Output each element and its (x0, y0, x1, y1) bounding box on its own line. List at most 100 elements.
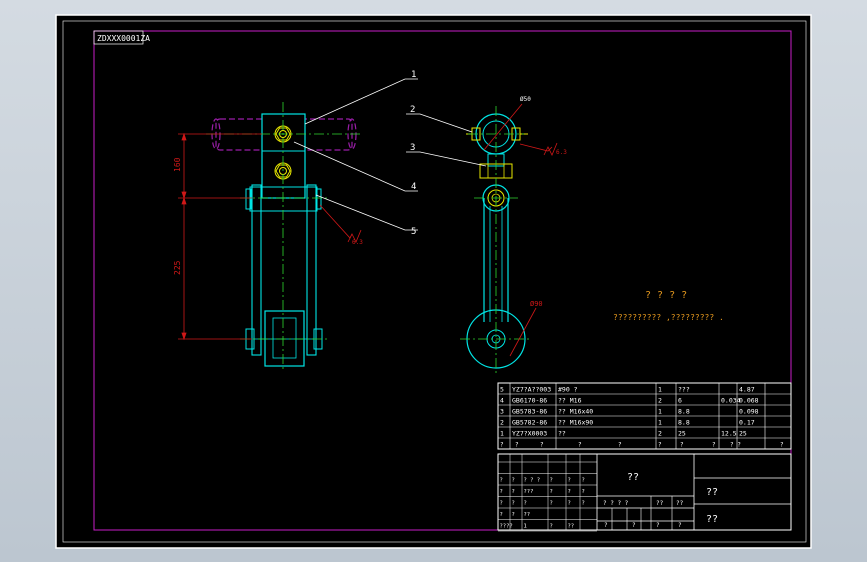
parts-cell-w2: 0.17 (739, 419, 755, 427)
revision-cell: ? (500, 501, 503, 507)
parts-cell-qty: 2 (658, 430, 662, 438)
parts-header-cell: ? ? (730, 442, 741, 449)
parts-cell-mat: 8.8 (678, 419, 690, 427)
link-bar-right (306, 184, 317, 356)
material-name: ?? (706, 487, 718, 498)
sheet-label-1: ? (604, 522, 608, 529)
callout-4: 4 (411, 182, 416, 192)
sheet-label-2: ? (632, 522, 636, 529)
side-leaders (406, 113, 487, 167)
parts-cell-code: GB5782-86 (512, 419, 547, 427)
revision-cell: ? (550, 489, 553, 495)
revision-cell: ? (500, 489, 503, 495)
roller-wheel (264, 310, 305, 367)
parts-header-cell: ? (712, 442, 716, 449)
parts-header-cell: ? (658, 442, 662, 449)
outer-border (62, 20, 807, 543)
parts-header-cell: ? (515, 442, 519, 449)
revision-cell: ? ? ? (524, 478, 541, 484)
revision-cell: ? (550, 524, 553, 530)
parts-cell-mat: 25 (678, 430, 686, 438)
side-arm (483, 198, 509, 322)
parts-cell-no: 3 (500, 408, 504, 416)
dimension-225: 225 (173, 260, 182, 275)
drawing-id-box (93, 30, 144, 45)
parts-cell-code: YZ7?X0003 (512, 430, 547, 438)
parts-cell-w2: 4.87 (739, 386, 755, 394)
revision-cell: ? (550, 478, 553, 484)
parts-cell-no: 1 (500, 430, 504, 438)
parts-header-cell: ? (618, 442, 622, 449)
parts-cell-code: GB6170-86 (512, 397, 547, 405)
diameter-50: Ø50 (520, 96, 531, 103)
dimension-160: 160 (173, 157, 182, 172)
parts-cell-w2: 0.068 (739, 397, 759, 405)
revision-cell: ?? (568, 524, 575, 530)
revision-cell: ? (512, 478, 515, 484)
parts-cell-code: GB5783-86 (512, 408, 547, 416)
parts-header-cell: ? (500, 442, 504, 449)
revision-cell: ???? (500, 524, 513, 530)
notes-title: ? ? ? ? (645, 290, 687, 301)
parts-cell-name: ?? M16x40 (558, 408, 593, 416)
parts-cell-name: ?? M16x90 (558, 419, 593, 427)
diameter-90: Ø90 (530, 300, 543, 308)
parts-cell-name: ?? M16 (558, 397, 582, 405)
parts-cell-w1: 0.034 (721, 397, 741, 405)
sheet-label-3: ? (656, 522, 660, 529)
title-block: ?? ?? ?? ? ? ? ? ?? ?? ? ? ? ? ??? ? ???… (497, 453, 792, 532)
revision-cell: ? (568, 489, 571, 495)
drawing-sheet (55, 14, 812, 549)
revision-cell: ? (500, 512, 503, 518)
part-name: ?? (627, 472, 639, 483)
roughness-front: 6.3 (352, 239, 363, 246)
callout-3: 3 (410, 143, 415, 153)
callout-2: 2 (410, 105, 415, 115)
revision-cell: ? (568, 478, 571, 484)
front-view: 160 225 6.3 (173, 102, 363, 372)
parts-cell-name: ?? (558, 430, 566, 438)
drawing-frame (93, 30, 792, 531)
sheet-label-4: ? (678, 522, 682, 529)
revision-cell: 1 (524, 524, 527, 530)
parts-cell-qty: 2 (658, 397, 662, 405)
link-bar-left (251, 184, 262, 356)
scale-label-2: ?? (656, 500, 664, 507)
parts-cell-qty: 1 (658, 386, 662, 394)
parts-cell-no: 5 (500, 386, 504, 394)
parts-header-cell: ? (780, 442, 784, 449)
parts-cell-no: 2 (500, 419, 504, 427)
parts-cell-mat: 6 (678, 397, 682, 405)
revision-cell: ??? (524, 489, 534, 495)
revision-cell: ? (582, 489, 585, 495)
notes-text: ?????????? ,????????? . (613, 313, 724, 322)
parts-cell-qty: 1 (658, 408, 662, 416)
parts-cell-w2: 25 (739, 430, 747, 438)
parts-header-cell: ? (540, 442, 544, 449)
clamp-block (261, 113, 306, 199)
parts-cell-mat: 8.8 (678, 408, 690, 416)
revision-block: ??? ? ??????????????????????????1??? (498, 454, 597, 532)
parts-header-cell: ? (680, 442, 684, 449)
scale-label-3: ?? (676, 500, 684, 507)
parts-cell-code: YZ7?A??003 (512, 386, 551, 394)
parts-cell-mat: ??? (678, 386, 690, 394)
revision-cell: ? (568, 501, 571, 507)
revision-cell: ?? (524, 512, 531, 518)
parts-header-cell: ? (578, 442, 582, 449)
revision-cell: ? (550, 501, 553, 507)
scale-label-1: ? ? ? ? (603, 500, 629, 507)
side-view: Ø50 Ø90 6.3 (460, 96, 567, 376)
revision-cell: ? (524, 501, 527, 507)
callout-1: 1 (411, 70, 416, 80)
front-leaders (293, 78, 418, 231)
revision-cell: ? (582, 478, 585, 484)
revision-cell: ? (500, 478, 503, 484)
parts-cell-no: 4 (500, 397, 504, 405)
parts-cell-w2: 0.098 (739, 408, 759, 416)
revision-cell: ? (512, 489, 515, 495)
callout-5: 5 (411, 227, 416, 237)
roughness-side: 6.3 (556, 149, 567, 156)
